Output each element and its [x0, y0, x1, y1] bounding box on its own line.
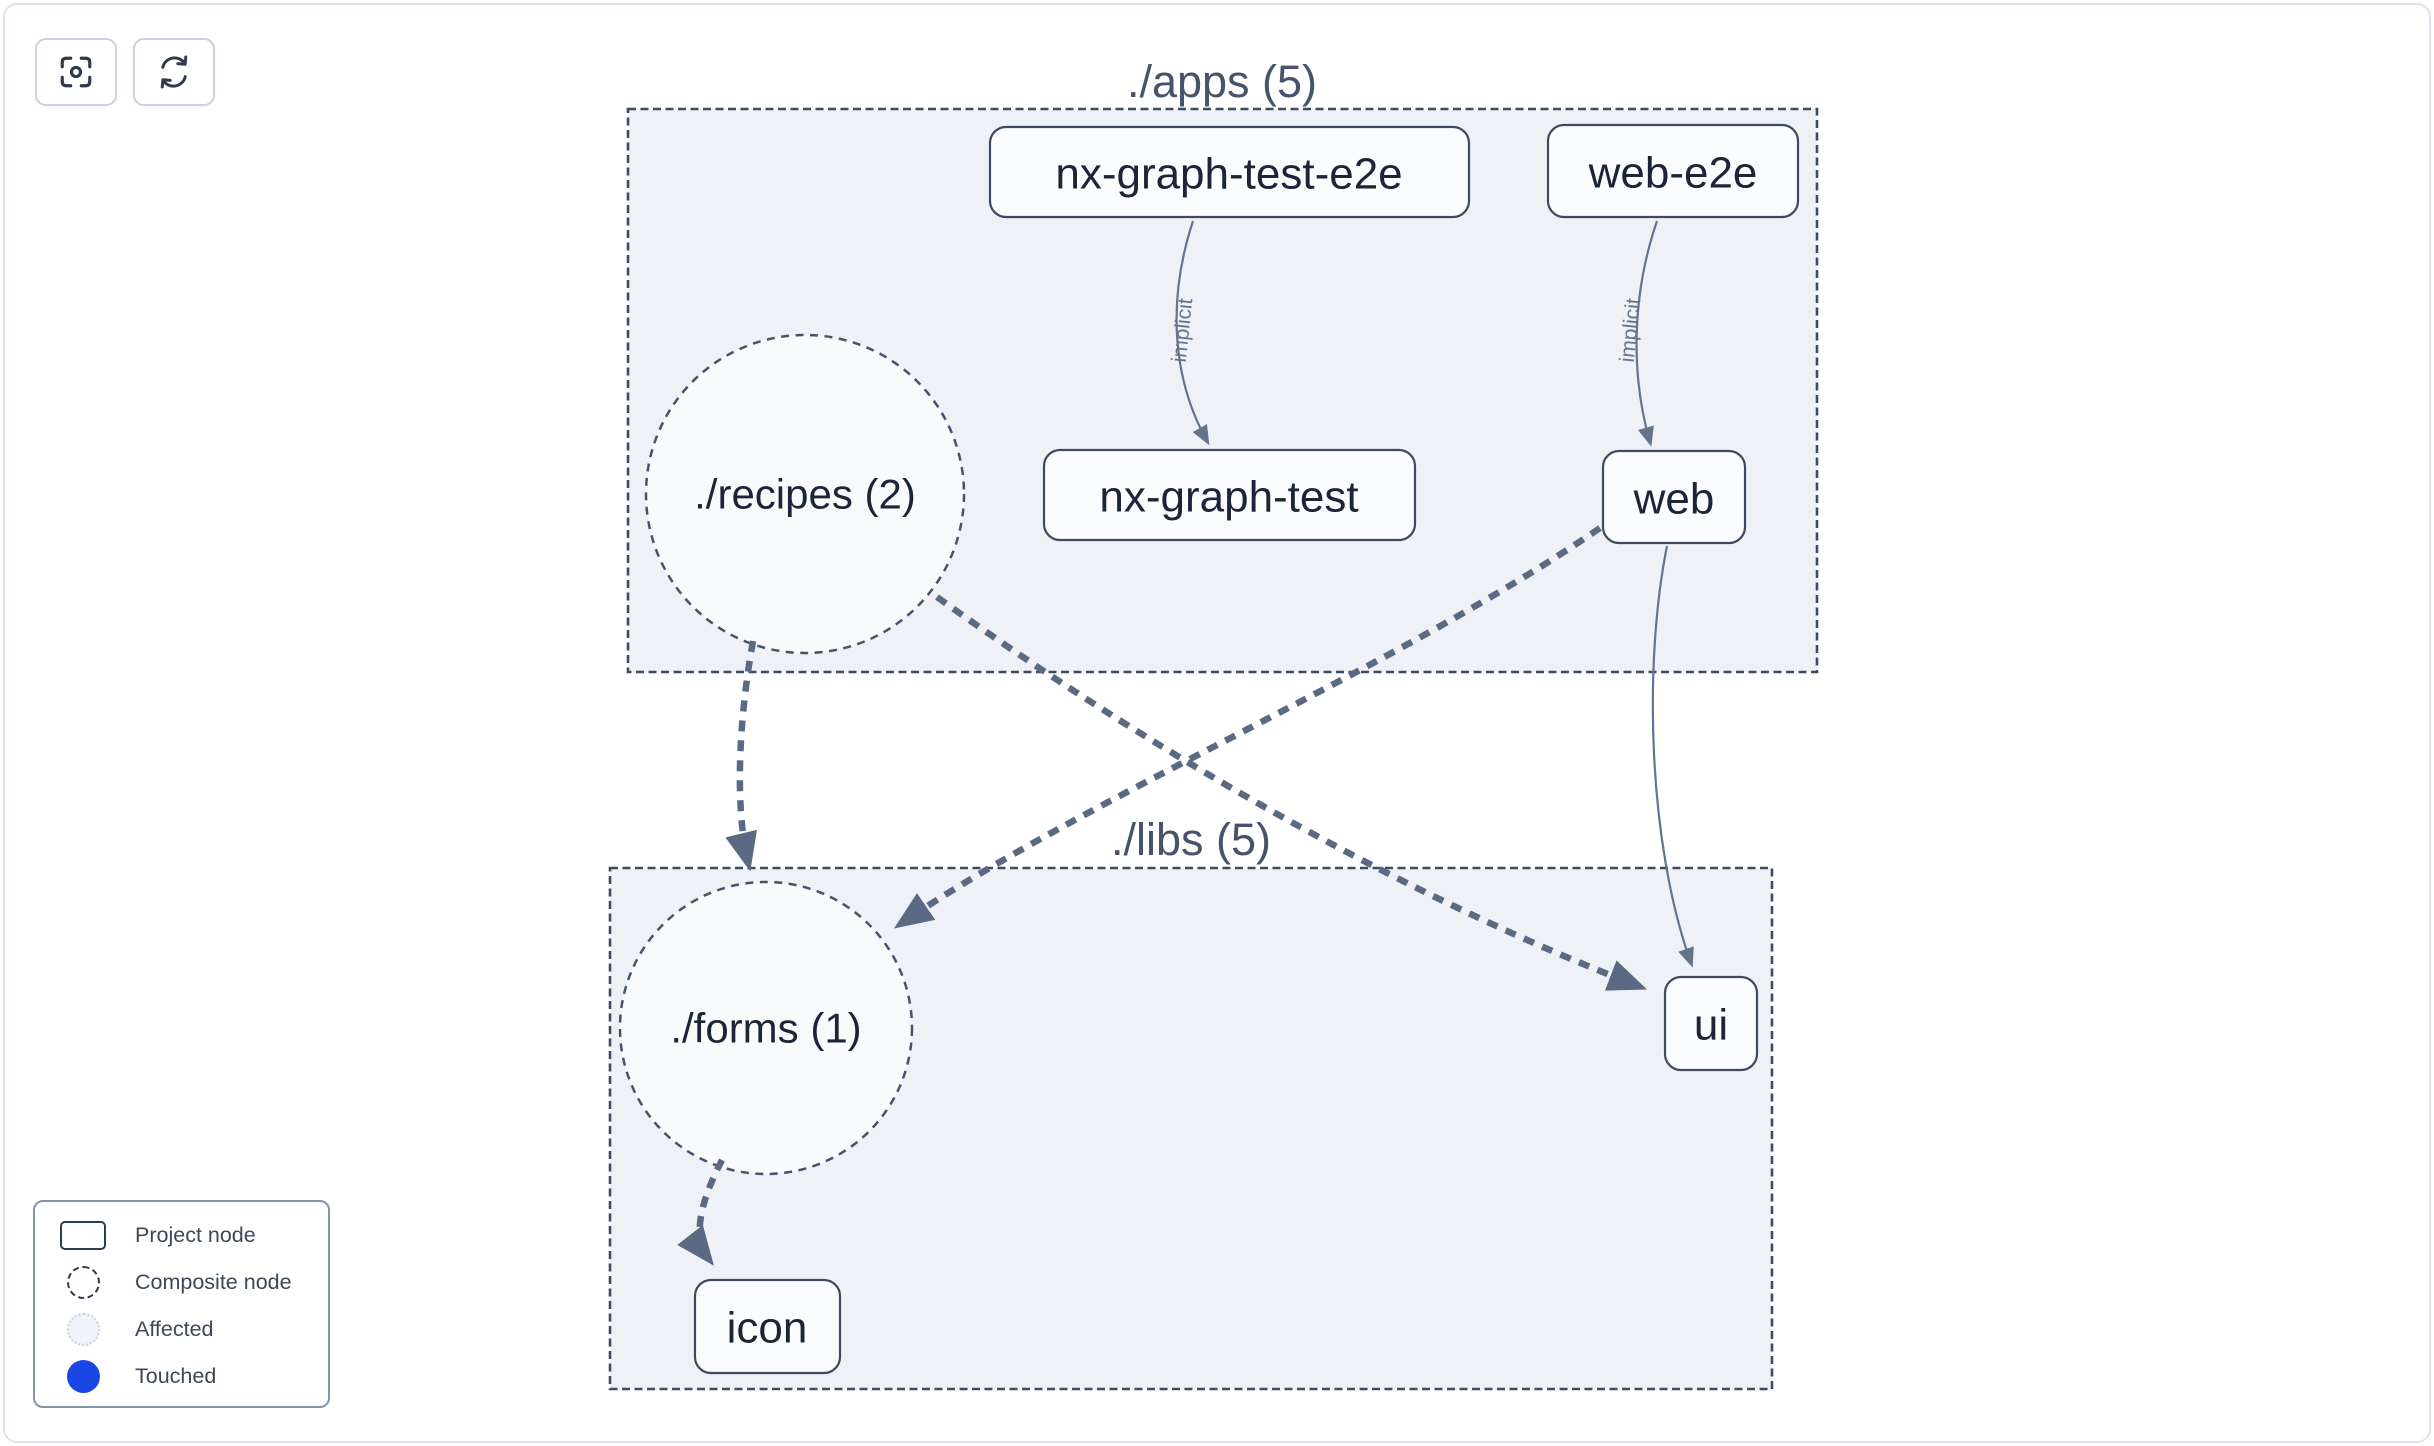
composite-node-icon-swatch	[66, 1266, 100, 1299]
legend-label: Touched	[135, 1364, 217, 1388]
project-node-icon-swatch	[60, 1221, 106, 1250]
edge-recipes-to-ui[interactable]	[935, 594, 1648, 991]
composite-node-recipes-circle[interactable]	[644, 333, 966, 655]
composite-node-forms-label: ./forms (1)	[670, 1005, 861, 1052]
legend-label: Composite node	[135, 1270, 292, 1294]
group-libs-title[interactable]: ./libs (5)	[1111, 814, 1271, 865]
composite-node-forms-circle[interactable]	[618, 880, 914, 1176]
refresh-icon	[160, 55, 188, 89]
project-node-web-e2e-label: web-e2e	[1588, 149, 1758, 198]
project-node-nx-graph-test-e2e-label: nx-graph-test-e2e	[1055, 150, 1402, 199]
edge-web-to-forms[interactable]	[893, 525, 1602, 929]
edge-web-to-ui[interactable]	[1651, 545, 1694, 968]
composite-node-recipes[interactable]: ./recipes (2)	[644, 333, 966, 655]
project-node-icon[interactable]: icon	[693, 1278, 842, 1375]
legend-label: Affected	[135, 1317, 214, 1341]
project-node-ui-box[interactable]	[1663, 975, 1759, 1072]
project-node-web-box[interactable]	[1601, 449, 1747, 545]
legend-label: Project node	[135, 1223, 256, 1247]
edge-forms-to-icon[interactable]	[677, 1158, 725, 1266]
project-node-icon-box[interactable]	[693, 1278, 842, 1375]
project-node-nx-graph-test-e2e-box[interactable]	[988, 125, 1471, 219]
center-graph-button[interactable]	[35, 38, 117, 106]
affected-icon-swatch	[66, 1313, 100, 1346]
composite-node-recipes-label: ./recipes (2)	[694, 471, 916, 518]
legend-item-touched: Touched	[35, 1353, 328, 1400]
project-node-ui-label: ui	[1694, 1001, 1728, 1050]
refresh-graph-button[interactable]	[133, 38, 215, 106]
edge-recipes-to-forms[interactable]	[725, 640, 757, 872]
group-apps-title[interactable]: ./apps (5)	[1127, 56, 1317, 107]
project-node-ui[interactable]: ui	[1663, 975, 1759, 1072]
graph-toolbar	[35, 38, 215, 106]
edge-web-e2e-to-web[interactable]	[1635, 220, 1659, 447]
project-node-web-e2e[interactable]: web-e2e	[1546, 123, 1800, 219]
project-node-web-label: web	[1633, 475, 1715, 524]
project-node-nx-graph-test[interactable]: nx-graph-test	[1042, 448, 1417, 542]
project-node-nx-graph-test-box[interactable]	[1042, 448, 1417, 542]
project-node-web-e2e-box[interactable]	[1546, 123, 1800, 219]
legend-item-project-node: Project node	[35, 1212, 328, 1259]
focus-icon	[60, 56, 92, 88]
graph-legend: Project node Composite node Affected Tou…	[33, 1200, 330, 1408]
legend-item-affected: Affected	[35, 1306, 328, 1353]
project-node-nx-graph-test-e2e[interactable]: nx-graph-test-e2e	[988, 125, 1471, 219]
composite-node-forms[interactable]: ./forms (1)	[618, 880, 914, 1176]
project-node-nx-graph-test-label: nx-graph-test	[1099, 473, 1358, 522]
project-node-icon-label: icon	[727, 1304, 808, 1353]
edge-nx-graph-test-e2e-to-nx-graph-test[interactable]	[1175, 220, 1210, 446]
project-node-web[interactable]: web	[1601, 449, 1747, 545]
touched-icon-swatch	[66, 1360, 100, 1393]
legend-item-composite-node: Composite node	[35, 1259, 328, 1306]
